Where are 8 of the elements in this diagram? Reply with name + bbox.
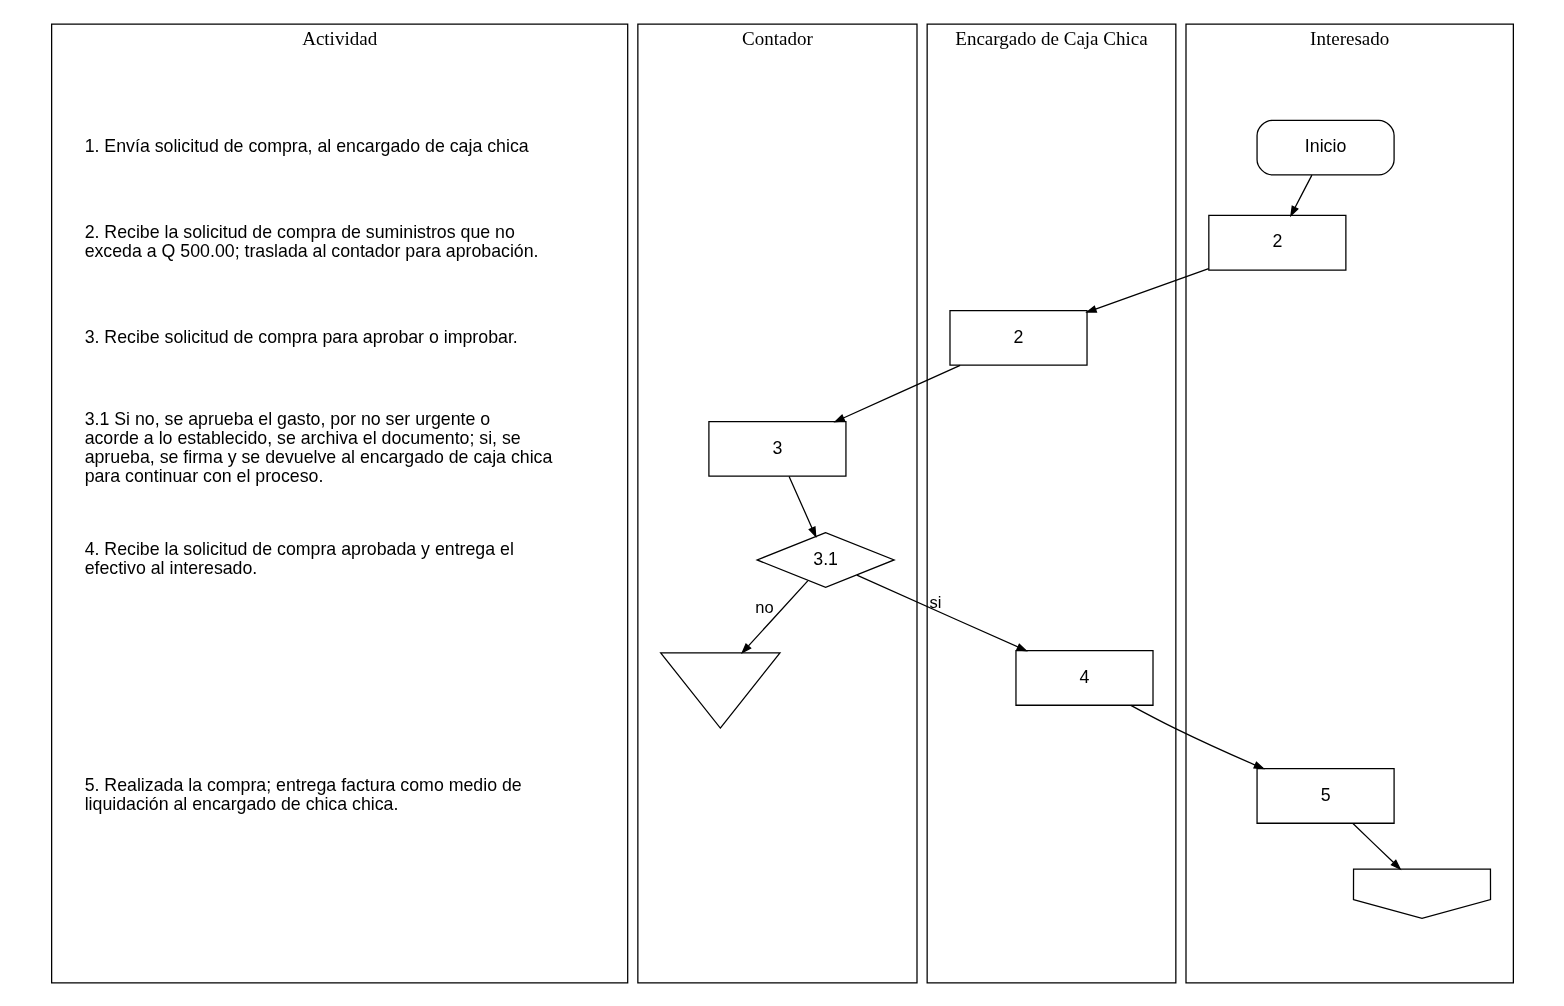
label: 2. Recibe la solicitud de compra de suministros que no exceda a Q 500.00; traslada al contador para aprobación. (84, 221, 539, 261)
label: 3.1 Si no, se aprueba el gasto, por no ser urgente o acorde a lo establecido, se archiva el documento; si, se aprueba, se firma y se devuelve al encargado de caja chica para continuar con el proceso. (84, 408, 552, 486)
edge-label: no (754, 597, 774, 616)
label: 1. Envía solicitud de compra, al encargado de caja chica (84, 135, 529, 156)
label: 3. Recibe solicitud de compra para aprobar o improbar. (84, 326, 518, 347)
label: 4. Recibe la solicitud de compra aprobada y entrega el efectivo al interesado. (84, 538, 514, 578)
edge-label: si (928, 592, 941, 611)
label: 5. Realizada la compra; entrega factura como medio de liquidación al encargado de chica chica. (84, 774, 522, 814)
